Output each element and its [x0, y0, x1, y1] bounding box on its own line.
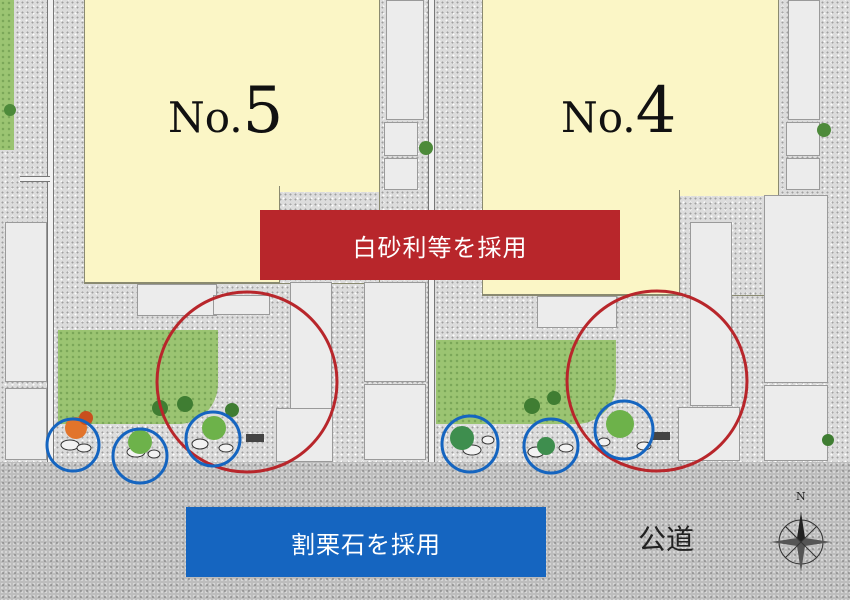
entrance-step	[137, 284, 217, 316]
road-label: 公道	[638, 523, 695, 556]
lawn-area	[436, 340, 616, 424]
utility-panel	[786, 158, 820, 190]
utility-panel	[788, 0, 820, 120]
lot-number: 5	[242, 74, 284, 148]
shrub-icon	[817, 123, 831, 137]
parking-pad	[764, 385, 828, 461]
shrub-icon	[524, 398, 540, 414]
bench-icon	[246, 434, 264, 442]
lot-boundary-fence	[47, 0, 54, 462]
crushed-stone-banner: 割栗石を採用	[186, 507, 546, 577]
lawn-area	[58, 330, 218, 424]
highlight-circle-red	[155, 290, 339, 474]
highlight-circle-blue	[45, 417, 101, 473]
compass-rose-icon	[771, 512, 831, 572]
shrub-icon	[225, 403, 239, 417]
highlight-circle-blue	[522, 417, 580, 475]
shrub-icon	[128, 430, 152, 454]
parking-pad	[5, 388, 47, 460]
shrub-icon	[822, 434, 834, 446]
lot-boundary-fence	[20, 176, 50, 182]
utility-panel	[384, 122, 418, 156]
public-road	[0, 462, 850, 600]
parking-pad	[764, 195, 828, 383]
shrub-icon	[537, 437, 555, 455]
house-building	[84, 186, 280, 283]
parking-pad	[690, 222, 732, 406]
lot-label-no4: No.4	[561, 74, 676, 148]
parking-pad	[364, 282, 426, 382]
bench-icon	[652, 432, 670, 440]
utility-panel	[786, 122, 820, 156]
highlight-circle-blue	[440, 414, 500, 474]
shrub-icon	[202, 416, 226, 440]
entrance-step	[213, 295, 270, 315]
lot-label-no5: No.5	[168, 74, 283, 148]
parking-pad	[5, 222, 47, 382]
highlight-circle-blue	[111, 427, 169, 485]
shrub-icon	[419, 141, 433, 155]
lot-prefix: No.	[168, 93, 243, 142]
shrub-icon	[606, 410, 634, 438]
shrub-icon	[450, 426, 474, 450]
white-gravel-banner: 白砂利等を採用	[260, 210, 620, 280]
lot-prefix: No.	[561, 93, 636, 142]
shrub-icon	[177, 396, 193, 412]
parking-pad	[290, 282, 332, 409]
compass-north-label: N	[796, 490, 806, 503]
highlight-circle-red	[565, 289, 749, 473]
highlight-circle-blue	[184, 410, 242, 468]
utility-panel	[384, 158, 418, 190]
lot-number: 4	[635, 74, 677, 148]
utility-panel	[386, 0, 424, 120]
parking-pad	[364, 384, 426, 460]
entrance-step	[537, 296, 617, 328]
shrub-icon	[4, 104, 16, 116]
shrub-icon	[547, 391, 561, 405]
highlight-circle-blue	[593, 399, 655, 461]
